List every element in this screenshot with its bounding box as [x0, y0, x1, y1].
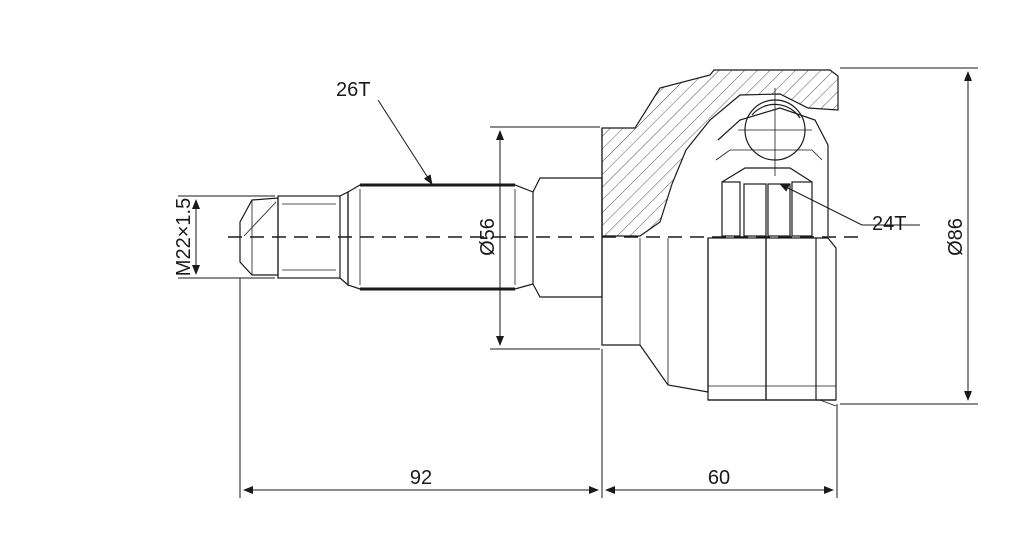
ball-cage — [715, 88, 829, 237]
leader-lines — [377, 99, 920, 226]
label-shaft-diameter: Ø56 — [477, 218, 499, 256]
label-length-60: 60 — [708, 467, 730, 489]
label-24t: 24T — [872, 213, 906, 235]
dimension-lines — [192, 71, 972, 494]
label-length-92: 92 — [410, 467, 432, 489]
extension-lines — [178, 67, 978, 498]
label-housing-diameter: Ø86 — [945, 218, 967, 256]
label-26t: 26T — [336, 79, 370, 101]
bell-housing — [601, 69, 839, 407]
label-thread: M22×1.5 — [173, 198, 195, 276]
threaded-end — [239, 191, 349, 287]
